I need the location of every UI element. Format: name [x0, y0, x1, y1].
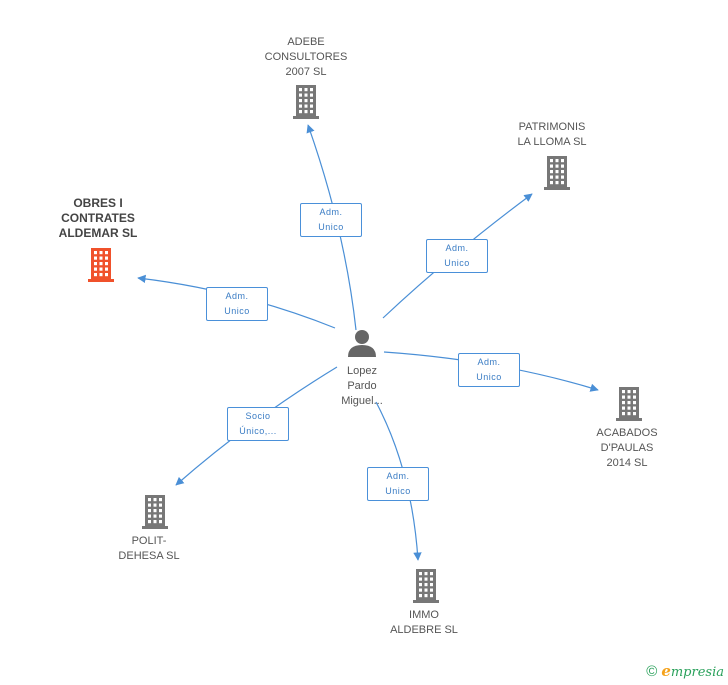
company-label-line: ALDEMAR SL [58, 226, 138, 240]
edge-label-patrimonis[interactable]: Adm. Unico [426, 239, 488, 273]
person-icon[interactable] [348, 330, 376, 357]
company-label-line: ALDEBRE SL [390, 624, 458, 636]
empresia-logo[interactable]: empresia [661, 662, 724, 680]
brand-rest: mpresia [670, 665, 724, 680]
copyright-symbol: © [646, 662, 658, 680]
footer-brand: © empresia [646, 662, 724, 680]
company-label-line: CONTRATES [61, 211, 135, 225]
edge-label-obres[interactable]: Adm. Unico [206, 287, 268, 321]
edge-label-line: Adm. [445, 243, 469, 253]
person-label-line: Pardo [347, 380, 377, 392]
company-label-line: ACABADOS [596, 427, 658, 439]
company-label-line: LA LLOMA SL [517, 136, 587, 148]
brand-initial: e [661, 662, 671, 680]
company-label-line: D'PAULAS [600, 442, 654, 454]
edge-label-line: Unico [224, 306, 250, 316]
company-label-patrimonis[interactable]: PATRIMONIS LA LLOMA SL [492, 120, 612, 150]
edge-label-line: Unico [385, 486, 411, 496]
company-label-immo[interactable]: IMMO ALDEBRE SL [364, 608, 484, 638]
company-label-line: DEHESA SL [118, 550, 180, 562]
company-label-line: CONSULTORES [264, 51, 348, 63]
company-label-line: 2014 SL [606, 457, 648, 469]
company-label-polit[interactable]: POLIT- DEHESA SL [89, 534, 209, 564]
edge-label-line: Adm. [225, 291, 249, 301]
edge-label-line: Unico [318, 222, 344, 232]
building-icon-obres[interactable] [88, 248, 114, 282]
company-label-line: 2007 SL [285, 66, 327, 78]
edge-label-adebe[interactable]: Adm. Unico [300, 203, 362, 237]
company-label-line: ADEBE [287, 36, 325, 48]
company-label-line: OBRES I [73, 196, 123, 210]
company-label-line: PATRIMONIS [518, 121, 586, 133]
edge-label-line: Unico [476, 372, 502, 382]
edge-label-line: Adm. [319, 207, 343, 217]
building-icon-immo[interactable] [413, 569, 439, 603]
building-icon-adebe[interactable] [293, 85, 319, 119]
person-label-line: Lopez [347, 365, 377, 377]
building-icon-polit[interactable] [142, 495, 168, 529]
building-icon-patrimonis[interactable] [544, 156, 570, 190]
edge-label-line: Socio [245, 411, 271, 421]
company-label-acabados[interactable]: ACABADOS D'PAULAS 2014 SL [567, 426, 687, 471]
edge-label-acabados[interactable]: Adm. Unico [458, 353, 520, 387]
edge-label-line: Unico [444, 258, 470, 268]
person-label-line: Miguel... [341, 395, 383, 407]
company-label-adebe[interactable]: ADEBE CONSULTORES 2007 SL [246, 35, 366, 80]
edge-label-line: Adm. [386, 471, 410, 481]
company-label-line: IMMO [409, 609, 439, 621]
edge-label-line: Único,... [239, 426, 277, 436]
company-label-line: POLIT- [131, 535, 167, 547]
building-icon-acabados[interactable] [616, 387, 642, 421]
edge-label-immo[interactable]: Adm. Unico [367, 467, 429, 501]
edge-label-line: Adm. [477, 357, 501, 367]
